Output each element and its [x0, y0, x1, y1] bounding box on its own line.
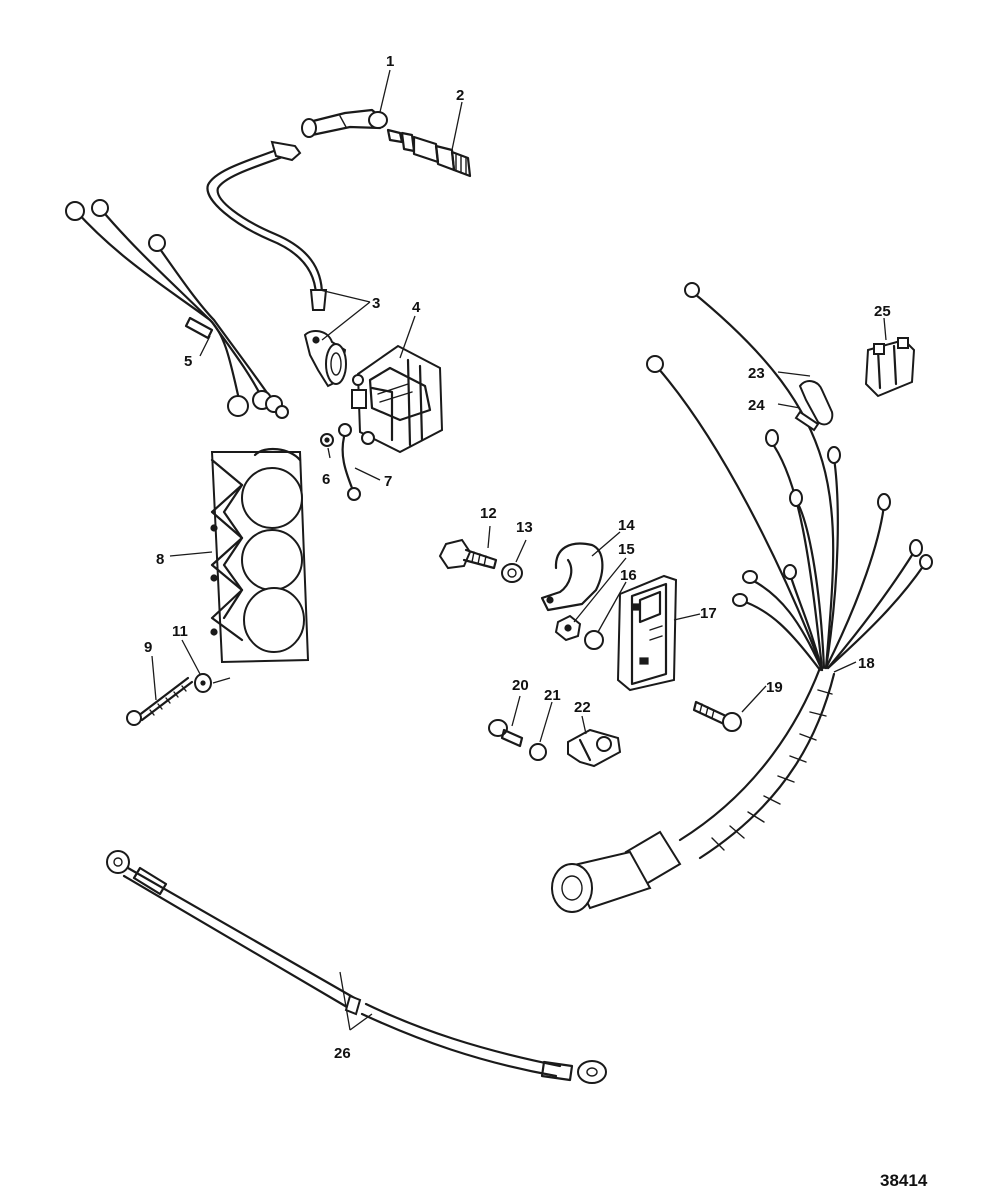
part-17-bracket	[616, 574, 678, 692]
callout-5: 7	[384, 473, 392, 490]
callout-7: 1	[386, 53, 394, 70]
callout-13: 23	[748, 365, 765, 382]
figure-number: 38414	[880, 1171, 928, 1190]
callout-18: 19	[766, 679, 783, 696]
callout-8: 2	[456, 87, 464, 104]
callout-25: 11	[172, 623, 188, 640]
callout-19: 16	[620, 567, 637, 584]
part-24-battery-cable	[106, 850, 607, 1084]
part-8-spark-plug	[386, 128, 472, 178]
callout-14: 22	[574, 699, 591, 716]
callout-9: 5	[184, 353, 192, 370]
part-11-main-harness	[551, 282, 933, 913]
part-14-cable-clamp	[567, 728, 622, 768]
part-7-spark-plug-boot	[301, 108, 388, 138]
callout-4: 6	[322, 471, 330, 488]
part-6-ignition-lead	[206, 140, 347, 388]
part-5-ground-strap	[338, 423, 361, 501]
part-3-bolt	[126, 676, 194, 726]
part-22-bolt	[438, 538, 498, 570]
callout-22: 12	[480, 505, 497, 522]
callout-21: 14	[618, 517, 635, 534]
part-18-screw	[692, 700, 742, 732]
callout-12: 24	[748, 397, 765, 414]
callout-2: 8	[156, 551, 164, 568]
callout-23: 13	[516, 519, 533, 536]
part-1-ignition-coil	[351, 344, 444, 454]
callout-17: 17	[700, 605, 717, 622]
part-25-washer	[194, 673, 212, 693]
part-12-fuse	[794, 410, 820, 432]
part-2-coil-pack	[210, 447, 310, 664]
part-9-wire-harness	[65, 199, 289, 419]
callout-1: 4	[412, 299, 421, 316]
part-26-terminal-block	[864, 337, 916, 398]
callout-3: 9	[144, 639, 152, 656]
callout-labels: 1 2 3 4 5 6 7 8 9 11 12 13 14 15 16 17 1…	[144, 53, 891, 1062]
callout-11: 18	[858, 655, 875, 672]
part-13-fuse-holder	[798, 380, 834, 426]
callout-16: 20	[512, 677, 529, 694]
part-23-washer	[501, 563, 523, 583]
callout-20: 15	[618, 541, 635, 558]
part-21-clamp	[540, 542, 604, 612]
callout-24: 26	[334, 1045, 351, 1062]
callout-6: 3	[372, 295, 380, 312]
leader-lines	[151, 69, 887, 1031]
part-19-washer	[584, 630, 604, 650]
part-16-screw	[488, 719, 524, 748]
part-4-nut	[320, 433, 334, 447]
callout-15: 21	[544, 687, 561, 704]
part-15-washer	[529, 743, 547, 761]
callout-26: 25	[874, 303, 891, 320]
